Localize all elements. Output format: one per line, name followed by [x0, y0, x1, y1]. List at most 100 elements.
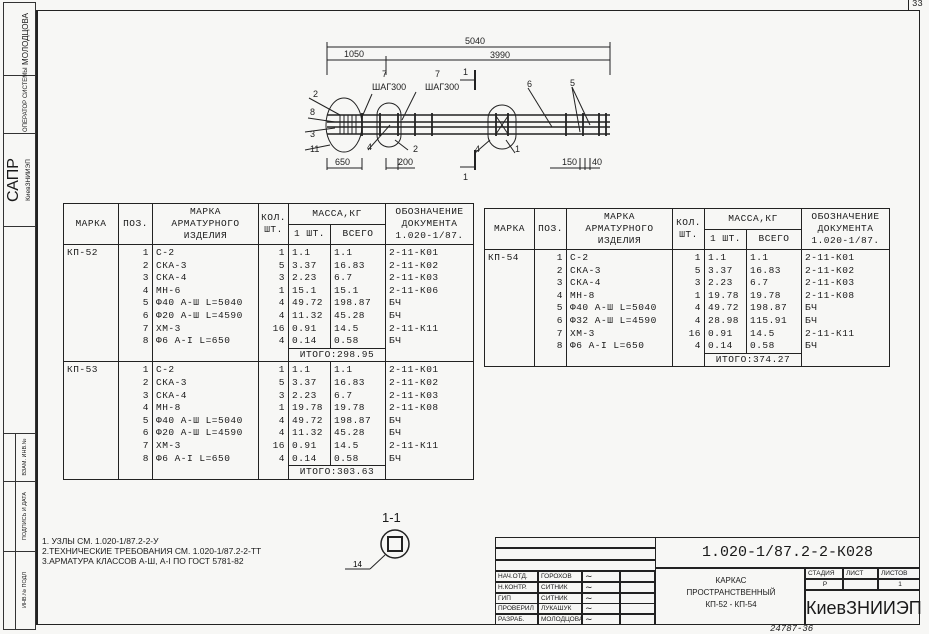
cell-qty: 3	[258, 389, 289, 403]
cell-mark	[484, 314, 535, 328]
signer-name: СИТНИК	[538, 581, 582, 593]
cell-doc: БЧ	[385, 427, 475, 440]
cell-qty: 4	[672, 302, 705, 315]
pos-label: 6	[527, 79, 532, 89]
title-line: ПРОСТРАНСТВЕННЫЙ	[686, 588, 776, 597]
cell-unit-mass: 49.72	[704, 302, 747, 315]
cell-qty: 16	[258, 322, 289, 336]
cell-pos: 3	[118, 389, 153, 403]
cell-total-mass: 1.1	[745, 248, 803, 265]
signer-role: НАЧ.ОТД.	[495, 571, 538, 582]
cell-pos: 3	[534, 277, 567, 290]
cell-doc: БЧ	[385, 309, 475, 323]
cell-unit-mass: 2.23	[704, 277, 747, 290]
cell-unit-mass: 49.72	[288, 414, 331, 428]
cell-item: Φ6 А-I L=650	[152, 452, 259, 466]
pos-label: 2	[313, 89, 318, 99]
cell-pos: 5	[118, 414, 153, 428]
cell-pos: 5	[118, 297, 153, 310]
pos-label: 1	[515, 144, 520, 154]
sheets-label: ЛИСТОВ	[878, 568, 920, 579]
sign-date	[620, 571, 655, 582]
dim-200: 200	[398, 157, 413, 167]
cell-total-mass: 14.5	[745, 327, 803, 341]
cell-pos: 2	[118, 259, 153, 273]
cell-unit-mass: 19.78	[288, 402, 331, 415]
stamp-field-replace: ВЗАМ. ИНВ.№	[22, 438, 28, 476]
cell-pos: 3	[118, 272, 153, 285]
cell-mark	[484, 327, 535, 341]
header-qty: КОЛ. ШТ.	[258, 203, 289, 245]
cell-doc: 2-11-К02	[801, 264, 891, 278]
cell-total-mass: 198.87	[329, 414, 387, 428]
cell-unit-mass: 19.78	[704, 289, 747, 303]
sapr-logo: САПР	[5, 158, 22, 202]
cell-total-mass: 0.58	[329, 335, 387, 349]
cell-doc: 2-11-К01	[801, 248, 891, 265]
pos-label: 4	[367, 142, 372, 152]
header-mark: МАРКА	[484, 208, 535, 250]
cell-doc: 2-11-К11	[385, 322, 475, 336]
cell-doc: 2-11-К02	[385, 259, 475, 273]
cell-mark	[63, 427, 119, 440]
cell-mark	[63, 414, 119, 428]
group-total: ИТОГО:298.95	[287, 347, 387, 363]
sign-date	[620, 603, 655, 615]
signer-role: Н.КОНТР.	[495, 581, 538, 593]
cell-pos: 7	[534, 327, 567, 341]
section-view: 14	[345, 529, 410, 570]
cell-qty: 1	[258, 243, 289, 260]
cell-mark	[63, 389, 119, 403]
cell-item: СКА-3	[152, 376, 259, 390]
drawing-frame	[36, 10, 920, 625]
cell-doc: 2-11-К11	[385, 439, 475, 453]
header-unit-mass: 1 ШТ.	[288, 223, 331, 245]
cell-total-mass: 0.58	[745, 340, 803, 354]
header-unit-mass: 1 ШТ.	[704, 228, 747, 250]
cell-item: Φ40 А-Ш L=5040	[152, 297, 259, 310]
cell-pos: 8	[118, 452, 153, 466]
cell-unit-mass: 49.72	[288, 297, 331, 310]
cell-qty: 3	[672, 277, 705, 290]
header-mark: МАРКА	[63, 203, 119, 245]
signature: ~	[582, 603, 620, 615]
cell-total-mass: 198.87	[329, 297, 387, 310]
cell-item: ХМ-3	[152, 439, 259, 453]
pos-label: 5	[570, 78, 575, 88]
cell-qty: 1	[258, 284, 289, 298]
sidebar-org: КиевЗНИИЭП	[25, 159, 32, 201]
cell-unit-mass: 3.37	[704, 264, 747, 278]
cell-total-mass: 115.91	[745, 314, 803, 328]
cell-pos: 8	[534, 340, 567, 354]
cell-item: СКА-3	[566, 264, 673, 278]
note: 3.АРМАТУРА КЛАССОВ А-Ш, А-I ПО ГОСТ 5781…	[42, 556, 244, 566]
section-pos: 14	[353, 560, 362, 569]
side-stamp: МОЛОДЦОВА ОПЕРАТОР СИСТЕМЫ САПР КиевЗНИИ…	[3, 2, 36, 630]
pos-label: 11	[310, 144, 319, 154]
cell-total-mass: 14.5	[329, 322, 387, 336]
cell-total-mass: 198.87	[745, 302, 803, 315]
cell-doc: БЧ	[385, 335, 475, 349]
cell-doc: 2-11-К01	[385, 361, 475, 377]
cell-item: Φ40 А-Ш L=5040	[152, 414, 259, 428]
cell-pos: 6	[118, 309, 153, 323]
cell-mark	[484, 264, 535, 278]
cell-unit-mass: 0.91	[288, 322, 331, 336]
cell-mark: КП-54	[484, 248, 535, 265]
dim-650: 650	[335, 157, 350, 167]
stamp-field-inv: ИНВ.№ ПОДЛ	[22, 572, 28, 608]
dim-left: 1050	[344, 49, 364, 59]
cell-qty: 3	[258, 272, 289, 285]
cell-item: С-2	[152, 361, 259, 377]
